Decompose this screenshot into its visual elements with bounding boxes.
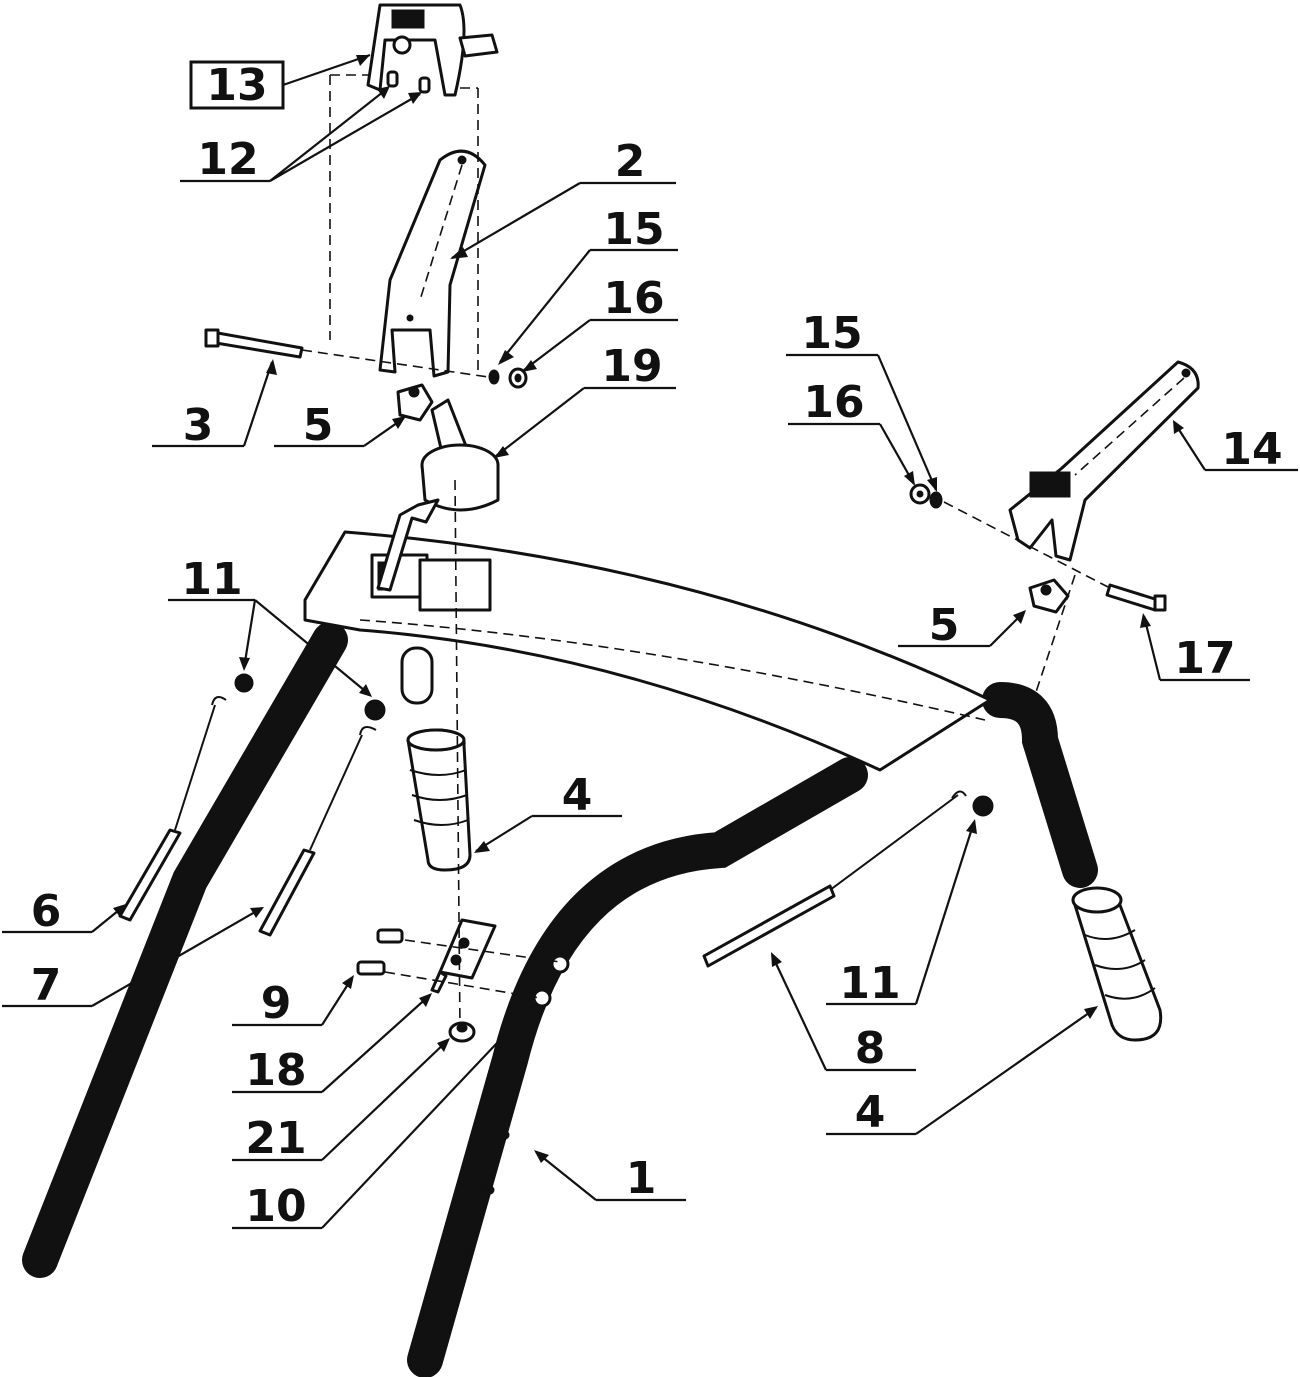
bolt-17 xyxy=(1105,583,1167,612)
callout-15-right: 15 xyxy=(801,308,862,359)
cable-8 xyxy=(702,790,967,968)
callout-17: 17 xyxy=(1174,633,1235,684)
callout-8: 8 xyxy=(855,1023,886,1074)
handle-tube-14 xyxy=(1008,360,1200,562)
callout-4-right: 4 xyxy=(855,1087,886,1138)
leader-lines xyxy=(2,53,1298,1230)
cable-6 xyxy=(118,695,227,922)
callout-16-left: 16 xyxy=(603,273,664,324)
pins-12 xyxy=(386,70,431,94)
shift-knob-housing xyxy=(366,3,499,97)
callout-19: 19 xyxy=(601,341,662,392)
gear-selector-19 xyxy=(376,398,500,592)
bolts-9 xyxy=(356,928,404,976)
bolt-3 xyxy=(204,328,304,359)
grip-4-left xyxy=(400,646,472,872)
callout-14: 14 xyxy=(1221,424,1282,475)
grip-4-right xyxy=(1071,886,1163,1042)
cable-7 xyxy=(258,725,377,937)
callout-16-right: 16 xyxy=(803,377,864,428)
nuts-10 xyxy=(532,954,570,1008)
callout-10: 10 xyxy=(245,1181,306,1232)
callout-18: 18 xyxy=(245,1045,306,1096)
callout-13: 13 xyxy=(206,60,267,111)
clip-5-left xyxy=(396,383,434,422)
clip-5-right xyxy=(1028,578,1070,614)
callout-9: 9 xyxy=(261,978,292,1029)
callout-3: 3 xyxy=(183,400,214,451)
bracket-18 xyxy=(430,918,497,994)
callout-11-left: 11 xyxy=(181,554,242,605)
washer-nut-left xyxy=(488,367,528,389)
spacer-21 xyxy=(448,1021,476,1043)
callout-4-left: 4 xyxy=(562,770,593,821)
washer-nut-right xyxy=(909,483,943,509)
shift-lever-tube xyxy=(378,149,487,378)
callout-6: 6 xyxy=(31,886,62,937)
callout-11-right: 11 xyxy=(839,958,900,1009)
callout-2: 2 xyxy=(615,136,646,187)
callout-5-left: 5 xyxy=(303,400,334,451)
nuts-11 xyxy=(234,673,994,817)
handle-tube-frame xyxy=(22,622,1098,1377)
callout-21: 21 xyxy=(245,1113,306,1164)
callout-15-left: 15 xyxy=(603,204,664,255)
callout-7: 7 xyxy=(31,960,62,1011)
callout-13-box xyxy=(189,60,285,110)
callout-12: 12 xyxy=(197,134,258,185)
callout-5-right: 5 xyxy=(929,600,960,651)
assembly-lines xyxy=(301,74,1109,1031)
callout-1: 1 xyxy=(626,1153,657,1204)
